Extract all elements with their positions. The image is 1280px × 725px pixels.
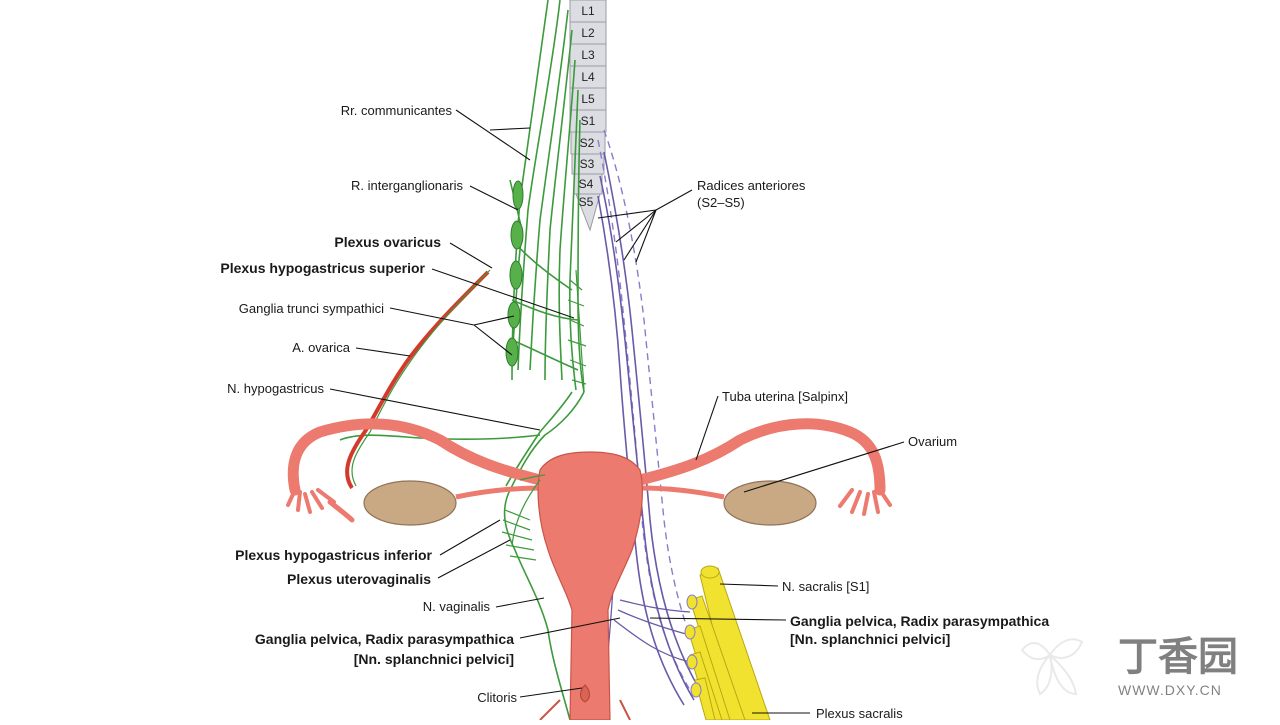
label-ganglia-trunci-sympathici: Ganglia trunci sympathici — [239, 301, 384, 316]
plexus-hypogastricus-superior — [567, 269, 587, 393]
vertebral-column: L1 L2 L3 L4 L5 S1 S2 S3 S4 S5 — [569, 0, 607, 232]
label-radices-anteriores-line1: Radices anteriores — [697, 178, 806, 193]
label-plexus-ovaricus: Plexus ovaricus — [334, 234, 441, 250]
labels-left: Rr. communicantes R. interganglionaris P… — [220, 103, 517, 705]
watermark-chinese: 丁香园 — [1118, 635, 1238, 679]
sympathetic-ganglia — [505, 180, 524, 367]
labels-right: Radices anteriores (S2–S5) Tuba uterina … — [697, 178, 1049, 721]
vertebra-label: S1 — [581, 114, 596, 128]
label-tuba-uterina: Tuba uterina [Salpinx] — [722, 389, 848, 404]
leader-lines-left — [329, 109, 621, 698]
vertebra-label: S2 — [580, 136, 595, 150]
label-rr-communicantes: Rr. communicantes — [341, 103, 453, 118]
label-plexus-hypogastricus-superior: Plexus hypogastricus superior — [220, 260, 425, 276]
vertebra-label: L1 — [581, 4, 595, 18]
label-ganglia-pelvica-left-line2: [Nn. splanchnici pelvici] — [354, 651, 514, 667]
ovarian-artery — [345, 269, 491, 490]
sacral-plexus — [687, 565, 771, 721]
watermark-flower-icon — [1020, 638, 1084, 696]
label-clitoris: Clitoris — [477, 690, 517, 705]
label-ovarium: Ovarium — [908, 434, 957, 449]
label-ganglia-pelvica-right-line2: [Nn. splanchnici pelvici] — [790, 631, 950, 647]
vertebra-label: S5 — [579, 195, 594, 209]
uterine-tubes — [286, 418, 892, 523]
right-ovary — [723, 480, 817, 526]
vertebra-label: L4 — [581, 70, 595, 84]
pelvic-ganglia — [684, 594, 702, 698]
label-plexus-sacralis: Plexus sacralis — [816, 706, 903, 720]
label-plexus-hypogastricus-inferior: Plexus hypogastricus inferior — [235, 547, 432, 563]
vertebra-label: S4 — [579, 177, 594, 191]
left-ovary — [363, 480, 457, 526]
label-ganglia-pelvica-left-line1: Ganglia pelvica, Radix parasympathica — [255, 631, 514, 647]
label-r-interganglionaris: R. interganglionaris — [351, 178, 464, 193]
label-radices-anteriores-line2: (S2–S5) — [697, 195, 745, 210]
label-n-sacralis: N. sacralis [S1] — [782, 579, 869, 594]
vertebra-label: S3 — [580, 157, 595, 171]
plexus-uterovaginalis — [501, 474, 546, 561]
label-a-ovarica: A. ovarica — [292, 340, 351, 355]
vertebra-label: L5 — [581, 92, 595, 106]
watermark: 丁香园 WWW.DXY.CN — [1020, 635, 1238, 698]
vertebra-label: L2 — [581, 26, 595, 40]
label-ganglia-pelvica-right-line1: Ganglia pelvica, Radix parasympathica — [790, 613, 1049, 629]
label-n-vaginalis: N. vaginalis — [423, 599, 491, 614]
watermark-url: WWW.DXY.CN — [1118, 682, 1222, 698]
vertebra-label: L3 — [581, 48, 595, 62]
leader-lines-right — [597, 189, 905, 714]
uterus — [537, 451, 643, 721]
label-plexus-uterovaginalis: Plexus uterovaginalis — [287, 571, 431, 587]
label-n-hypogastricus: N. hypogastricus — [227, 381, 324, 396]
